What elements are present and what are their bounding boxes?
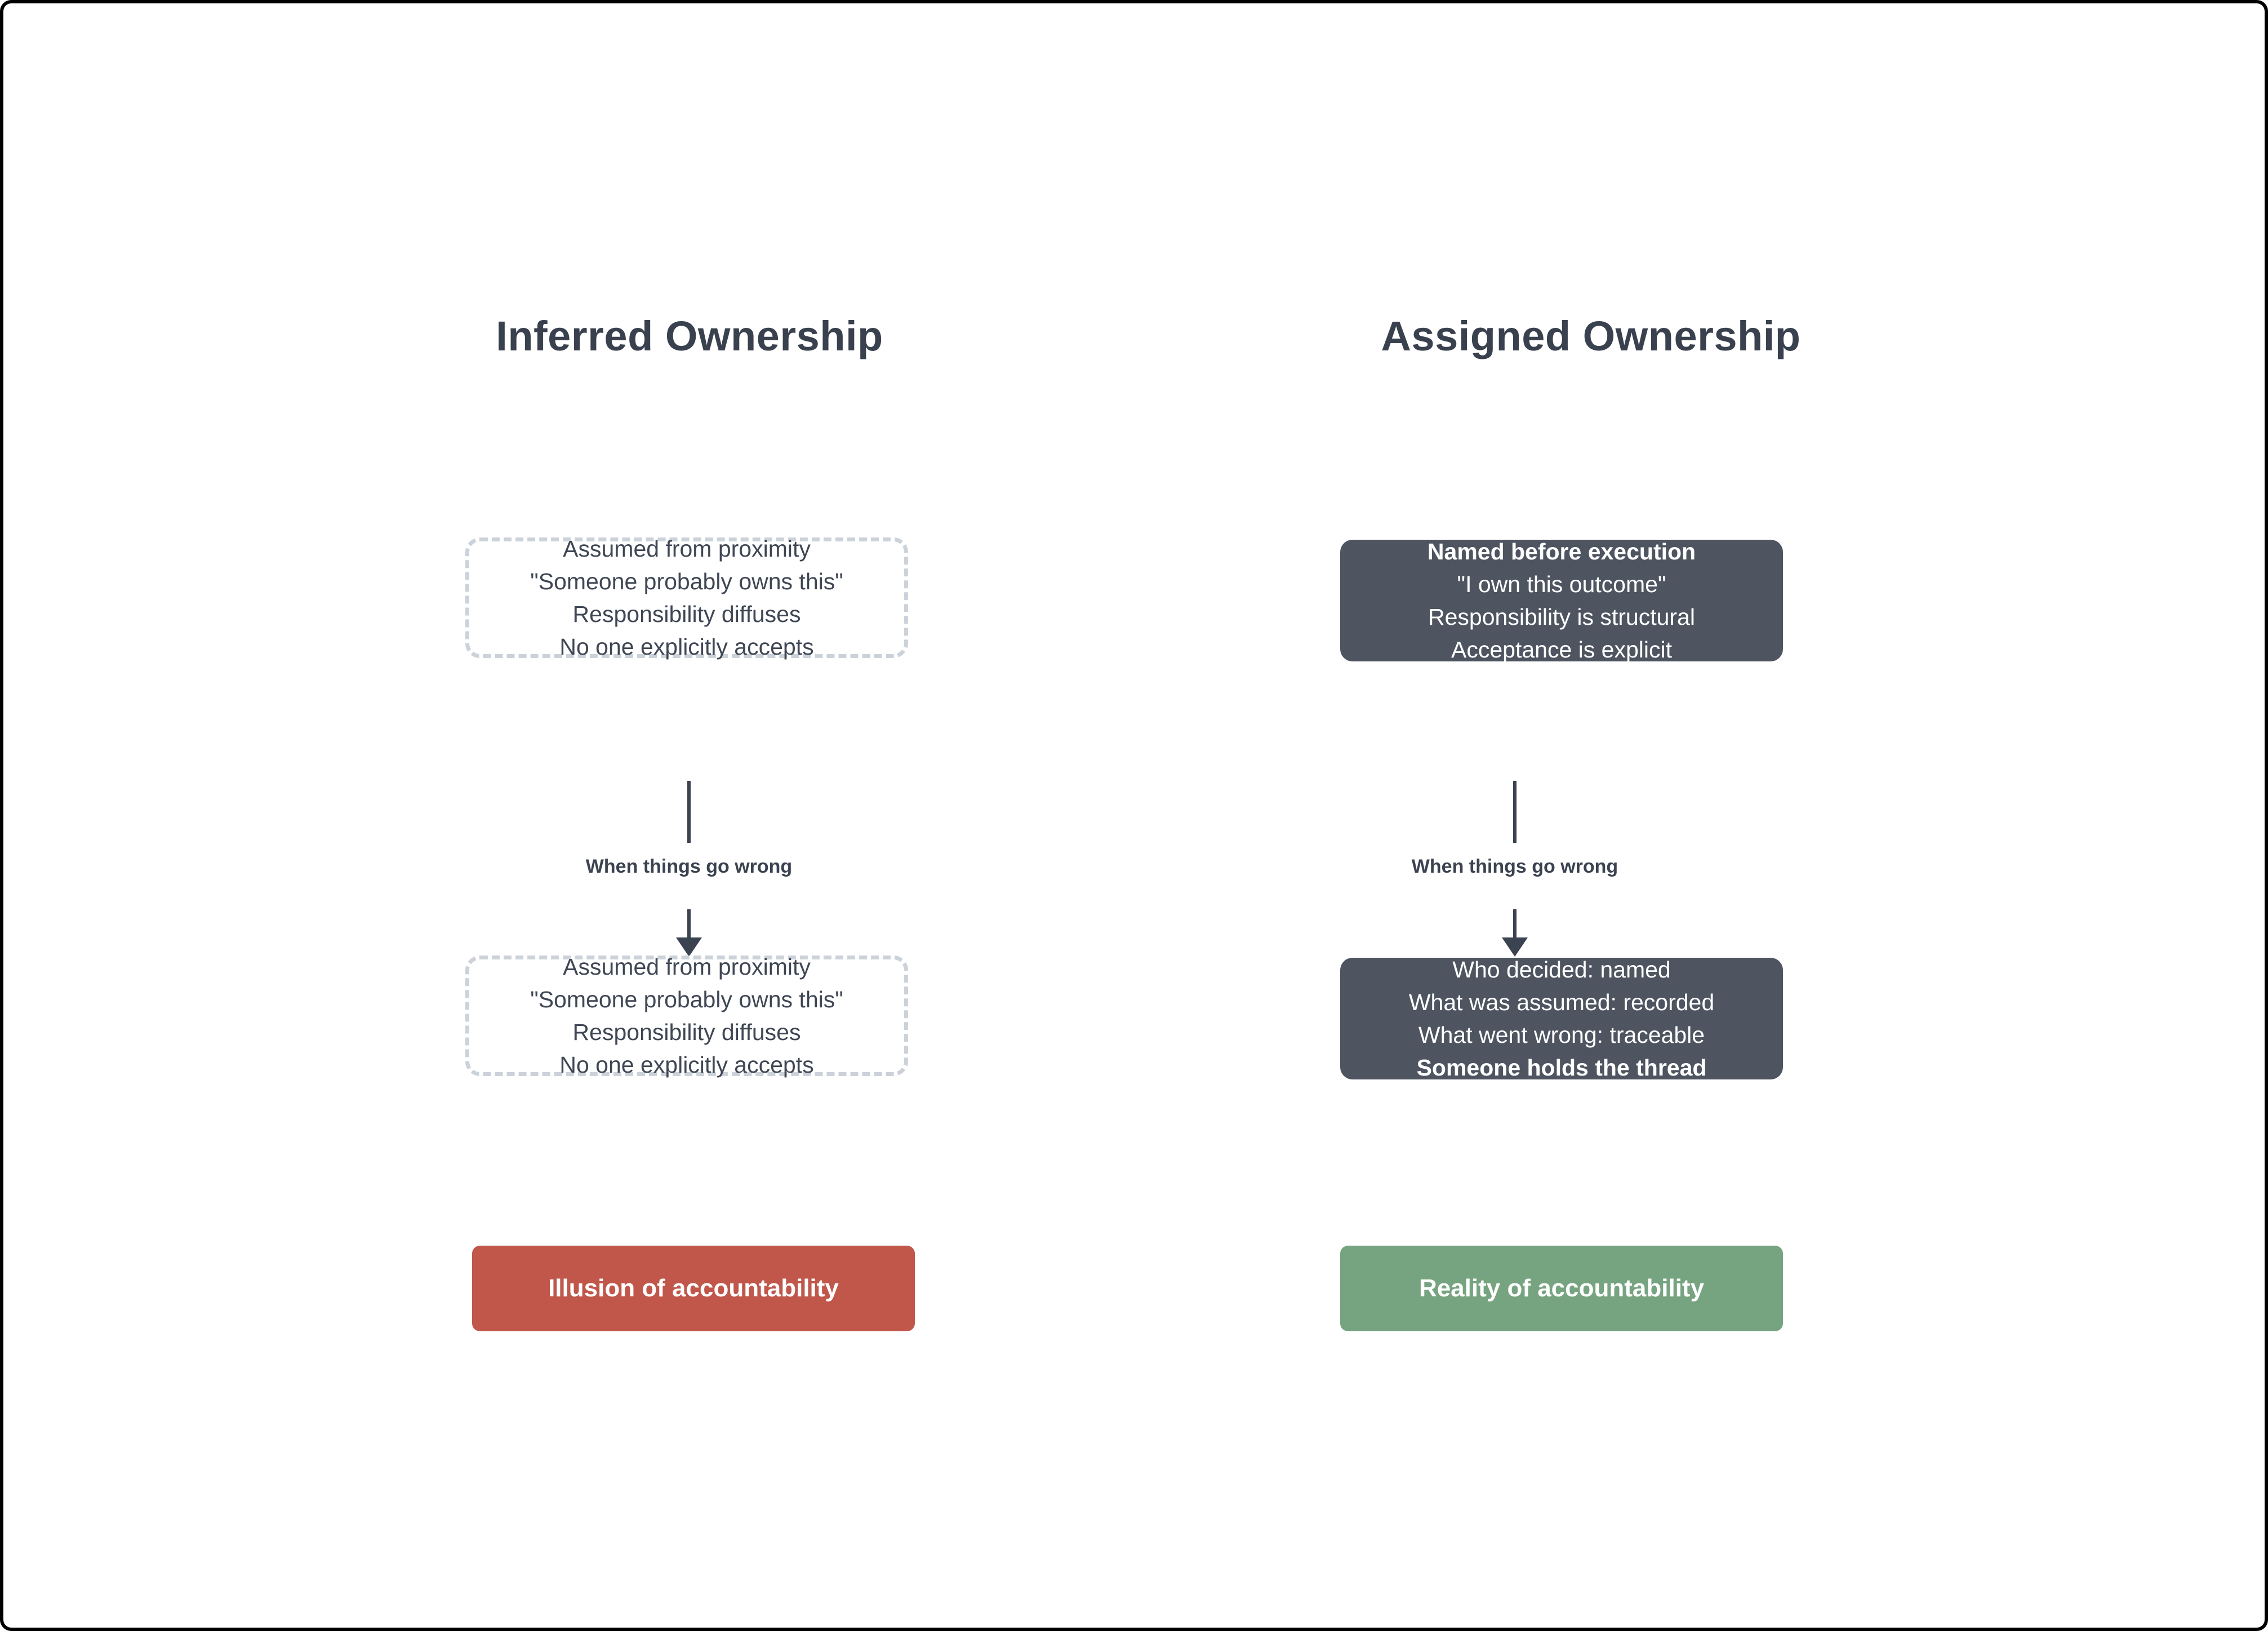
box-line: No one explicitly accepts <box>559 1052 814 1078</box>
box-line: Responsibility diffuses <box>572 1019 801 1045</box>
assigned-bottom-box: Who decided: named What was assumed: rec… <box>1340 957 1783 1081</box>
column-title-assigned: Assigned Ownership <box>1381 313 1801 359</box>
column-assigned-ownership: Assigned Ownership Named before executio… <box>1281 3 1844 1628</box>
box-line: No one explicitly accepts <box>559 634 814 660</box>
assigned-top-box: Named before execution "I own this outco… <box>1340 539 1783 663</box>
assigned-arrow-icon <box>1502 937 1528 957</box>
box-line: Responsibility diffuses <box>572 601 801 627</box>
assigned-connector-line-upper <box>1513 781 1517 843</box>
inferred-connector-line-upper <box>687 781 691 843</box>
box-line: Responsibility is structural <box>1428 604 1695 630</box>
box-line: "I own this outcome" <box>1457 571 1666 597</box>
inferred-connector-label: When things go wrong <box>585 856 793 877</box>
assigned-connector-line-lower <box>1513 909 1517 941</box>
box-line: Acceptance is explicit <box>1451 637 1672 663</box>
box-line: Assumed from proximity <box>563 535 811 562</box>
inferred-bottom-box: Assumed from proximity "Someone probably… <box>465 954 908 1078</box>
assigned-outcome-bar: Reality of accountability <box>1340 1246 1783 1331</box>
inferred-arrow-icon <box>676 937 702 957</box>
inferred-outcome-bar: Illusion of accountability <box>472 1246 915 1331</box>
box-line: What went wrong: traceable <box>1418 1022 1705 1048</box>
assigned-connector-label: When things go wrong <box>1411 856 1618 877</box>
box-line: Named before execution <box>1427 538 1696 565</box>
box-line: "Someone probably owns this" <box>530 568 843 594</box>
box-line: "Someone probably owns this" <box>530 986 843 1012</box>
box-line: What was assumed: recorded <box>1408 989 1715 1015</box>
box-line: Assumed from proximity <box>563 953 811 980</box>
box-line: Someone holds the thread <box>1416 1055 1707 1081</box>
column-title-inferred: Inferred Ownership <box>496 313 883 359</box>
inferred-connector-line-lower <box>687 909 691 941</box>
inferred-top-box: Assumed from proximity "Someone probably… <box>465 536 908 660</box>
box-line: Who decided: named <box>1452 956 1671 983</box>
column-inferred-ownership: Inferred Ownership Assumed from proximit… <box>408 3 971 1628</box>
